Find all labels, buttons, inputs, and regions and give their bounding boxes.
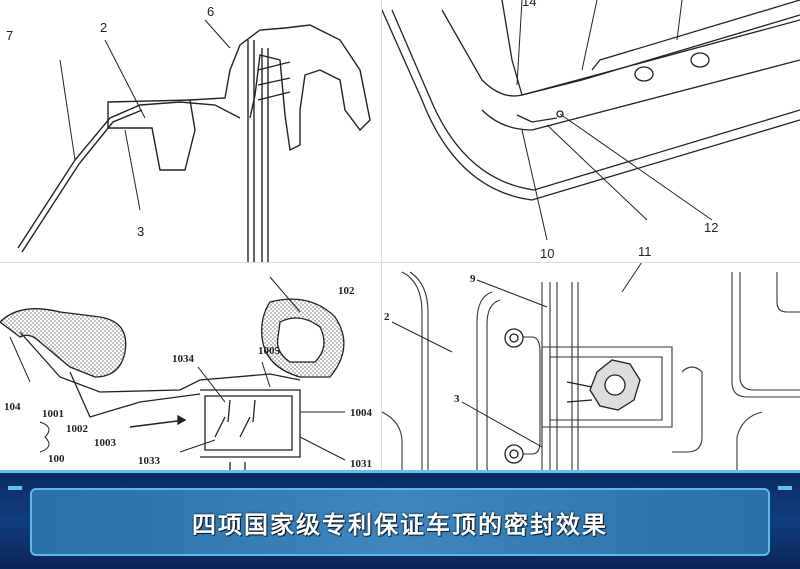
panel-divider-horizontal <box>0 262 800 263</box>
label-10: 10 <box>540 246 554 261</box>
label-1003: 1003 <box>94 437 117 449</box>
label-2: 2 <box>100 20 107 35</box>
roof-corner-drawing: 14 12 11 10 <box>382 0 800 261</box>
label-14: 14 <box>522 0 536 9</box>
label-1033: 1033 <box>138 455 161 467</box>
label-100: 100 <box>48 453 65 465</box>
panel-divider-vertical <box>381 0 382 470</box>
label-2: 2 <box>384 311 390 323</box>
seal-section-diagram: 7 2 6 3 <box>0 0 382 262</box>
label-102: 102 <box>338 285 355 297</box>
label-3: 3 <box>454 393 460 405</box>
banner-top-accent <box>0 470 800 473</box>
hinge-detail-diagram: 9 2 3 <box>382 262 800 487</box>
label-3: 3 <box>137 224 144 239</box>
label-1001: 1001 <box>42 408 64 420</box>
label-1004: 1004 <box>350 407 373 419</box>
label-1002: 1002 <box>66 423 89 435</box>
label-7: 7 <box>6 28 13 43</box>
seal-section-drawing: 7 2 6 3 <box>6 4 371 262</box>
seal-profile-diagram: 102 1005 1034 104 1001 1002 100 1003 100… <box>0 262 382 487</box>
label-12: 12 <box>704 220 718 235</box>
label-1031: 1031 <box>350 458 372 470</box>
label-9: 9 <box>470 273 476 285</box>
seal-profile-drawing: 102 1005 1034 104 1001 1002 100 1003 100… <box>0 276 373 487</box>
banner-frame <box>30 488 770 556</box>
label-104: 104 <box>4 401 21 413</box>
banner-corner-accent-left <box>8 486 22 490</box>
label-6: 6 <box>207 4 214 19</box>
label-1005: 1005 <box>258 345 281 357</box>
label-11: 11 <box>638 244 652 259</box>
hinge-detail-drawing: 9 2 3 <box>382 262 800 487</box>
banner-title: 四项国家级专利保证车顶的密封效果 <box>192 511 608 539</box>
roof-corner-diagram: 14 12 11 10 <box>382 0 800 262</box>
label-1034: 1034 <box>172 353 195 365</box>
banner-corner-accent-right <box>778 486 792 490</box>
